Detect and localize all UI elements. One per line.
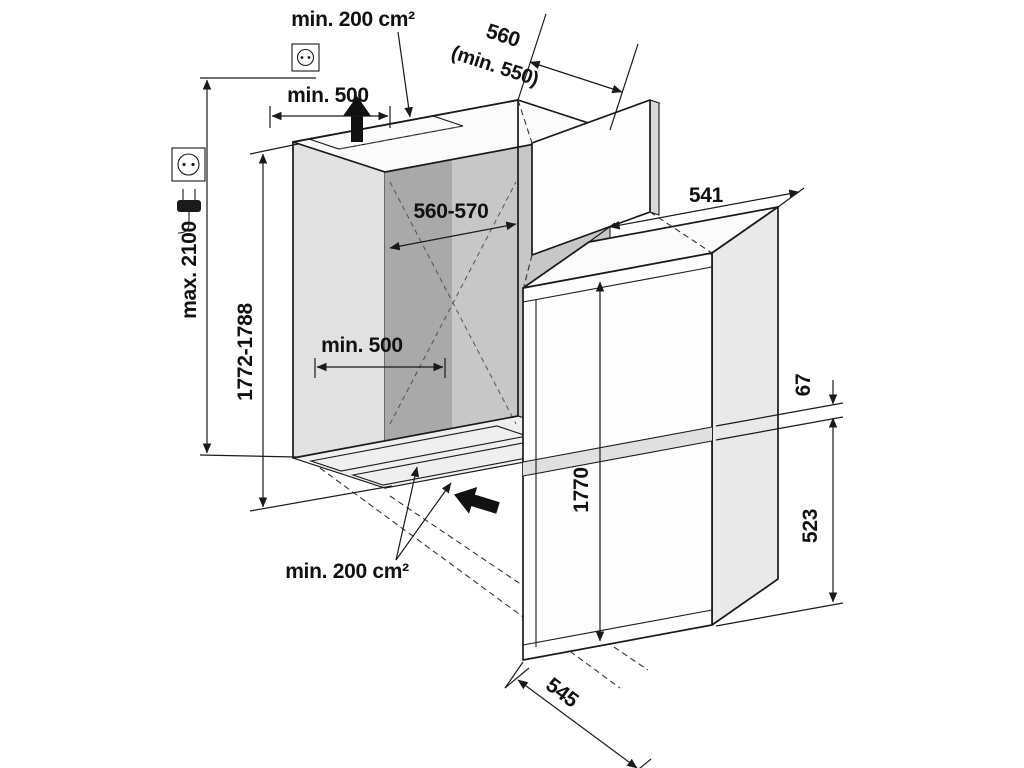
socket-outlet-icon-top — [291, 43, 320, 72]
panel-right-edge — [649, 99, 660, 216]
top-vent-strip-back-edge — [338, 125, 464, 150]
label-depth-min: (min. 550) — [448, 42, 541, 91]
door-gap-bottom-edge — [522, 440, 713, 477]
niche-front-opening — [292, 99, 519, 459]
leader-bottom-vent-2 — [395, 482, 452, 561]
electrical-icons — [171, 43, 320, 234]
label-appliance-width: 541 — [689, 184, 724, 207]
upper-door-top-edge — [522, 266, 713, 303]
ext-line — [199, 454, 297, 458]
label-appliance-height: 1770 — [570, 467, 593, 513]
label-niche-height: 1772-1788 — [234, 303, 257, 401]
door-gap-band — [523, 427, 712, 476]
ext-tick — [504, 667, 530, 689]
dim-line-appliance-depth — [517, 679, 638, 768]
label-bottom-vent: min. 200 cm² — [285, 560, 409, 583]
label-depth-value: 560 — [483, 20, 523, 52]
label-top-clearance: min. 500 — [287, 84, 369, 107]
socket-outlet-icon-left — [171, 147, 206, 182]
plinth-edge — [522, 609, 713, 646]
ext-line — [249, 143, 299, 155]
leader-bottom-vent-1 — [395, 466, 420, 561]
label-appliance-depth: 545 — [541, 673, 583, 712]
label-top-vent: min. 200 cm² — [291, 8, 415, 31]
appliance — [522, 206, 779, 661]
label-max-height: max. 2100 — [178, 221, 201, 319]
ext-line — [504, 661, 524, 689]
label-niche-width: 560-570 — [414, 200, 489, 223]
dim-line-niche-width — [389, 221, 517, 251]
panel-align-dash-bottom — [523, 254, 533, 287]
power-plug-icon — [177, 189, 201, 234]
dimensions: max. 2100 1772-1788 min. 500 560 (min. 5… — [178, 8, 844, 768]
ext-line — [609, 43, 639, 131]
ext-line — [777, 187, 805, 208]
panel-align-dash-top — [517, 99, 533, 144]
door-gap-top-edge — [522, 426, 713, 463]
ext-line — [249, 485, 393, 512]
leader-top-vent — [397, 31, 413, 118]
ext-line — [715, 416, 844, 441]
label-lower-door: 523 — [799, 509, 822, 543]
label-door-gap: 67 — [792, 374, 815, 397]
ext-tick — [639, 758, 652, 768]
label-inner-clearance: min. 500 — [321, 334, 403, 357]
dim-line-depth — [529, 60, 623, 94]
ext-line — [715, 602, 844, 627]
ext-line — [715, 402, 844, 427]
airflow-in-arrow — [454, 487, 500, 514]
dim-line-appliance-width — [609, 189, 800, 230]
ext-line — [517, 13, 547, 101]
slide-projection-line-2 — [389, 495, 649, 671]
niche-left-inner-wall — [292, 141, 386, 489]
